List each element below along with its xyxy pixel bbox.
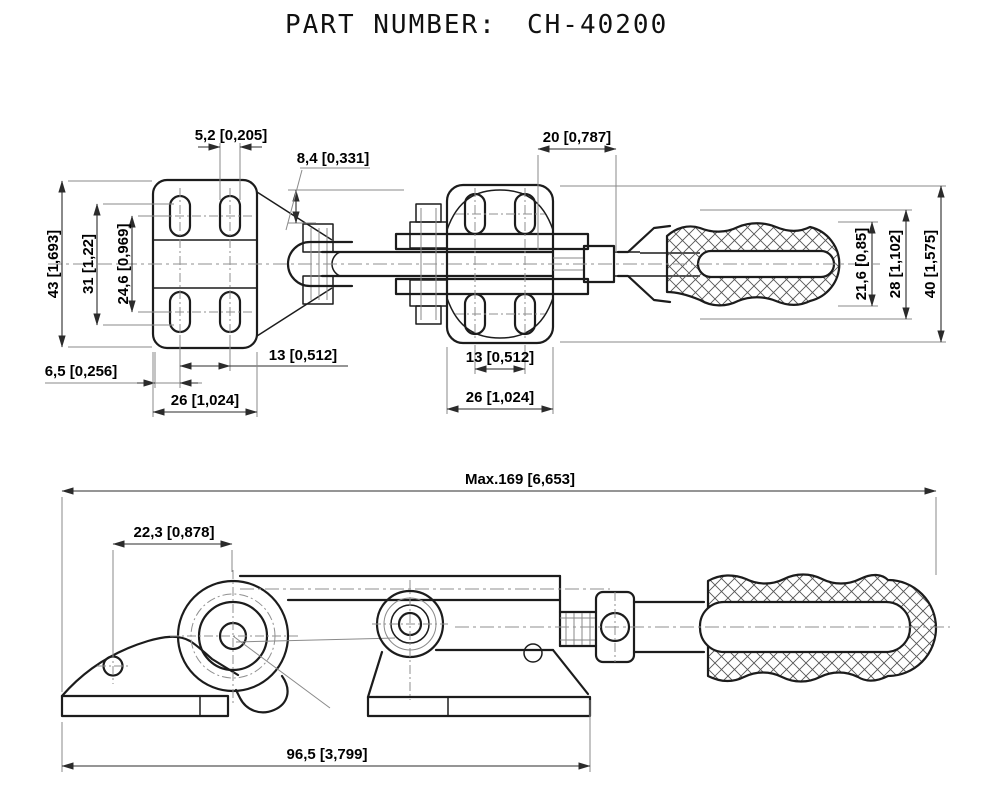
pin-hole <box>523 643 543 663</box>
dim-slot-width: 5,2 [0,205] <box>195 127 268 144</box>
part-number-label: PART NUMBER: <box>285 10 497 40</box>
dim-slot-outer-span: 31 [1,22] <box>80 234 97 294</box>
dim-hole-spacing-left: 13 [0,512] <box>269 347 337 364</box>
dim-plate-offset: 8,4 [0,331] <box>297 150 370 167</box>
dim-latch-offset: 22,3 [0,878] <box>134 524 215 541</box>
bolt-head <box>415 203 442 223</box>
part-number-value: CH-40200 <box>527 10 668 40</box>
title-block: PART NUMBER: CH-40200 <box>285 10 668 40</box>
latch-base <box>60 694 230 718</box>
dim-fork-width: 28 [1,102] <box>887 230 904 298</box>
side-view <box>60 570 950 718</box>
latch-hook <box>286 240 354 288</box>
dim-base-length: 96,5 [3,799] <box>287 746 368 763</box>
cross-plate <box>394 232 590 251</box>
clamp-base <box>366 695 592 718</box>
dim-grip-width: 21,6 [0,85] <box>853 228 870 301</box>
dim-plate-height: 43 [1,693] <box>45 230 62 298</box>
dim-body-top-span: 20 [0,787] <box>543 129 611 146</box>
cross-plate <box>394 277 590 296</box>
bolt-head <box>415 305 442 325</box>
dim-slot-row-span: 24,6 [0,969] <box>115 224 132 305</box>
top-view-dimensions: 5,2 [0,205] 8,4 [0,331] 20 [0,787] 43 [1… <box>45 127 946 417</box>
dim-hole-spacing-right: 13 [0,512] <box>466 349 534 366</box>
retainer-block <box>302 223 334 253</box>
dim-plate-width-right: 26 [1,024] <box>466 389 534 406</box>
top-view <box>48 178 880 350</box>
dim-max-length: Max.169 [6,653] <box>465 471 575 488</box>
dim-edge-offset: 6,5 [0,256] <box>45 363 118 380</box>
cam-tail <box>234 674 289 714</box>
side-view-dimensions: Max.169 [6,653] 22,3 [0,878] 96,5 [3,799… <box>61 471 937 772</box>
handle-fork <box>616 224 672 254</box>
dim-plate-width-left: 26 [1,024] <box>171 392 239 409</box>
dim-body-width: 40 [1,575] <box>922 230 939 298</box>
retainer-block <box>302 275 334 305</box>
